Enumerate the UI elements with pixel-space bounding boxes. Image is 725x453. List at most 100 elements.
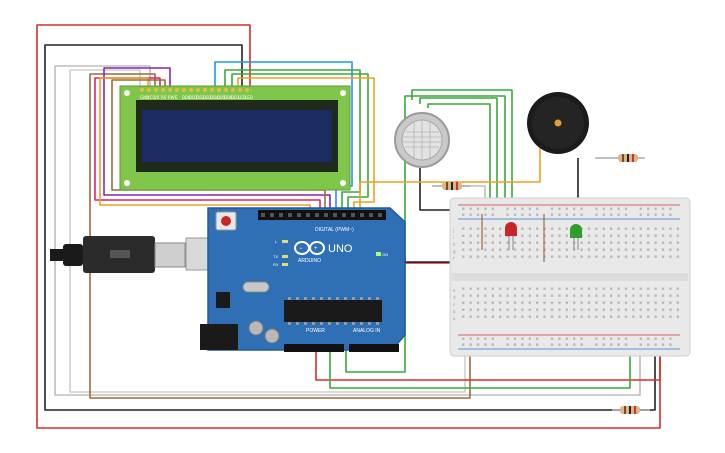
arduino-model: UNO [328,243,353,255]
breadboard-hole [499,287,502,290]
wire-black-outer[interactable] [44,44,656,411]
breadboard-hole [543,287,546,290]
breadboard-hole [587,315,591,318]
lcd-pin-header[interactable] [140,88,249,92]
breadboard-rail-hole [528,207,531,210]
breadboard-hole [647,301,650,304]
breadboard-hole [602,308,605,311]
breadboard-hole [595,248,598,251]
resistor-gas[interactable] [432,182,470,190]
wire-green-gas-1[interactable] [411,89,513,228]
breadboard-hole [587,248,591,251]
breadboard-hole [661,234,665,237]
breadboard-hole [513,315,517,318]
resistor-bottom[interactable] [612,406,650,414]
breadboard-hole [550,287,554,290]
breadboard-rail-hole [536,213,539,216]
breadboard-hole [550,248,554,251]
breadboard-hole [543,227,546,230]
breadboard-rail-hole [580,207,583,210]
gas-sensor-icon[interactable] [394,112,450,168]
wire-green-gas-2[interactable] [419,97,498,228]
wire-green-power[interactable] [329,345,631,389]
breadboard-hole [632,301,635,304]
power-jack[interactable] [200,324,238,350]
wire-red-outer[interactable] [36,24,661,429]
piezo-buzzer-icon[interactable] [527,92,589,154]
breadboard-hole [521,301,524,304]
breadboard-hole [469,241,472,244]
breadboard-rail-hole [558,337,561,340]
lcd-display[interactable]: GND VCC V0 RS RW E DB0 DB1 DB2 DB3 DB4 D… [119,85,351,191]
breadboard-hole [632,255,635,258]
usb-cable-icon[interactable] [50,236,215,273]
breadboard-rail-hole [580,213,583,216]
led-green[interactable] [570,224,582,250]
breadboard-hole [610,294,613,297]
wire-red-power[interactable] [315,345,661,381]
wire-gray-outer[interactable] [54,65,641,396]
breadboard-rail-hole [669,213,672,216]
breadboard-hole [506,241,509,244]
digital-header[interactable] [258,210,386,220]
breadboard-hole [610,308,613,311]
wire-green-right-1[interactable] [224,69,361,212]
breadboard-rail-hole [610,337,613,340]
breadboard-hole [550,241,554,244]
breadboard-hole [499,308,502,311]
breadboard-hole [476,294,480,297]
breadboard-hole [499,315,502,318]
breadboard-hole [647,287,650,290]
breadboard-hole [536,227,539,230]
breadboard-hole [661,315,665,318]
wire-green-gas-3[interactable] [427,103,491,228]
svg-text:DB0: DB0 [182,95,191,100]
breadboard-hole [550,315,554,318]
breadboard-rail-hole [669,337,672,340]
breadboard-hole [484,234,487,237]
breadboard-hole [624,315,628,318]
svg-text:DB6: DB6 [224,95,233,100]
wire-orange-right[interactable] [237,77,375,212]
svg-text:LED: LED [245,95,253,100]
svg-text:DB4: DB4 [210,95,219,100]
led-red[interactable] [505,222,517,250]
breadboard-hole [624,255,628,258]
breadboard-rail-hole [513,337,517,340]
breadboard-holes[interactable] [462,207,679,346]
breadboard-hole [617,248,620,251]
breadboard-rail-hole [462,337,465,340]
breadboard-hole [617,301,620,304]
wire-brown-2[interactable] [111,79,326,212]
arduino-uno-board[interactable]: DIGITAL (PWM~) − + UNO ARDUINO L TX RX O… [200,207,406,352]
wire-gray-2[interactable] [69,69,466,393]
wire-purple-left[interactable] [103,67,331,212]
breadboard-hole [610,241,613,244]
analog-header[interactable] [349,344,399,352]
breadboard-hole [476,301,480,304]
breadboard-rail-hole [550,213,554,216]
breadboard-rail-hole [573,213,576,216]
breadboard-rail-hole [565,213,568,216]
breadboard-hole [632,308,635,311]
power-header[interactable] [284,344,344,352]
breadboard-hole [661,308,665,311]
breadboard-hole [639,227,642,230]
breadboard-hole [632,248,635,251]
resistor-buzzer[interactable] [595,154,645,162]
breadboard-hole [469,287,472,290]
breadboard-hole [669,234,672,237]
breadboard-hole [528,294,531,297]
analog-label: ANALOG IN [353,328,381,334]
voltage-regulator [216,292,230,308]
breadboard-hole [610,227,613,230]
breadboard-hole [491,241,494,244]
breadboard-hole [617,255,620,258]
breadboard-hole [536,287,539,290]
breadboard-rail-hole [476,343,480,346]
breadboard[interactable]: j i h g f e d c b a [449,197,691,357]
breadboard-rail-hole [550,207,554,210]
wire-green-right-2[interactable] [231,73,369,212]
breadboard-hole [462,287,465,290]
